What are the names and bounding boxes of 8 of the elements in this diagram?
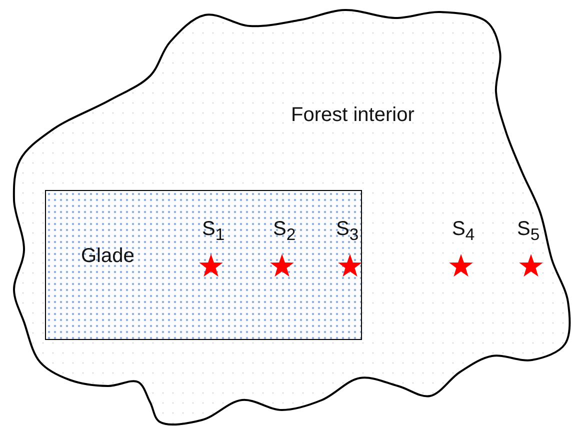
site-label: S$_{1}$: [202, 218, 225, 245]
site-label: S$_{2}$: [273, 218, 296, 245]
site-label: S$_{5}$: [517, 218, 540, 245]
region-label: Forest interior: [291, 104, 414, 127]
region-label: Glade: [81, 245, 134, 268]
glade-rectangle: [45, 190, 362, 340]
site-label: S$_{3}$: [336, 218, 359, 245]
site-label: S$_{4}$: [452, 218, 475, 245]
